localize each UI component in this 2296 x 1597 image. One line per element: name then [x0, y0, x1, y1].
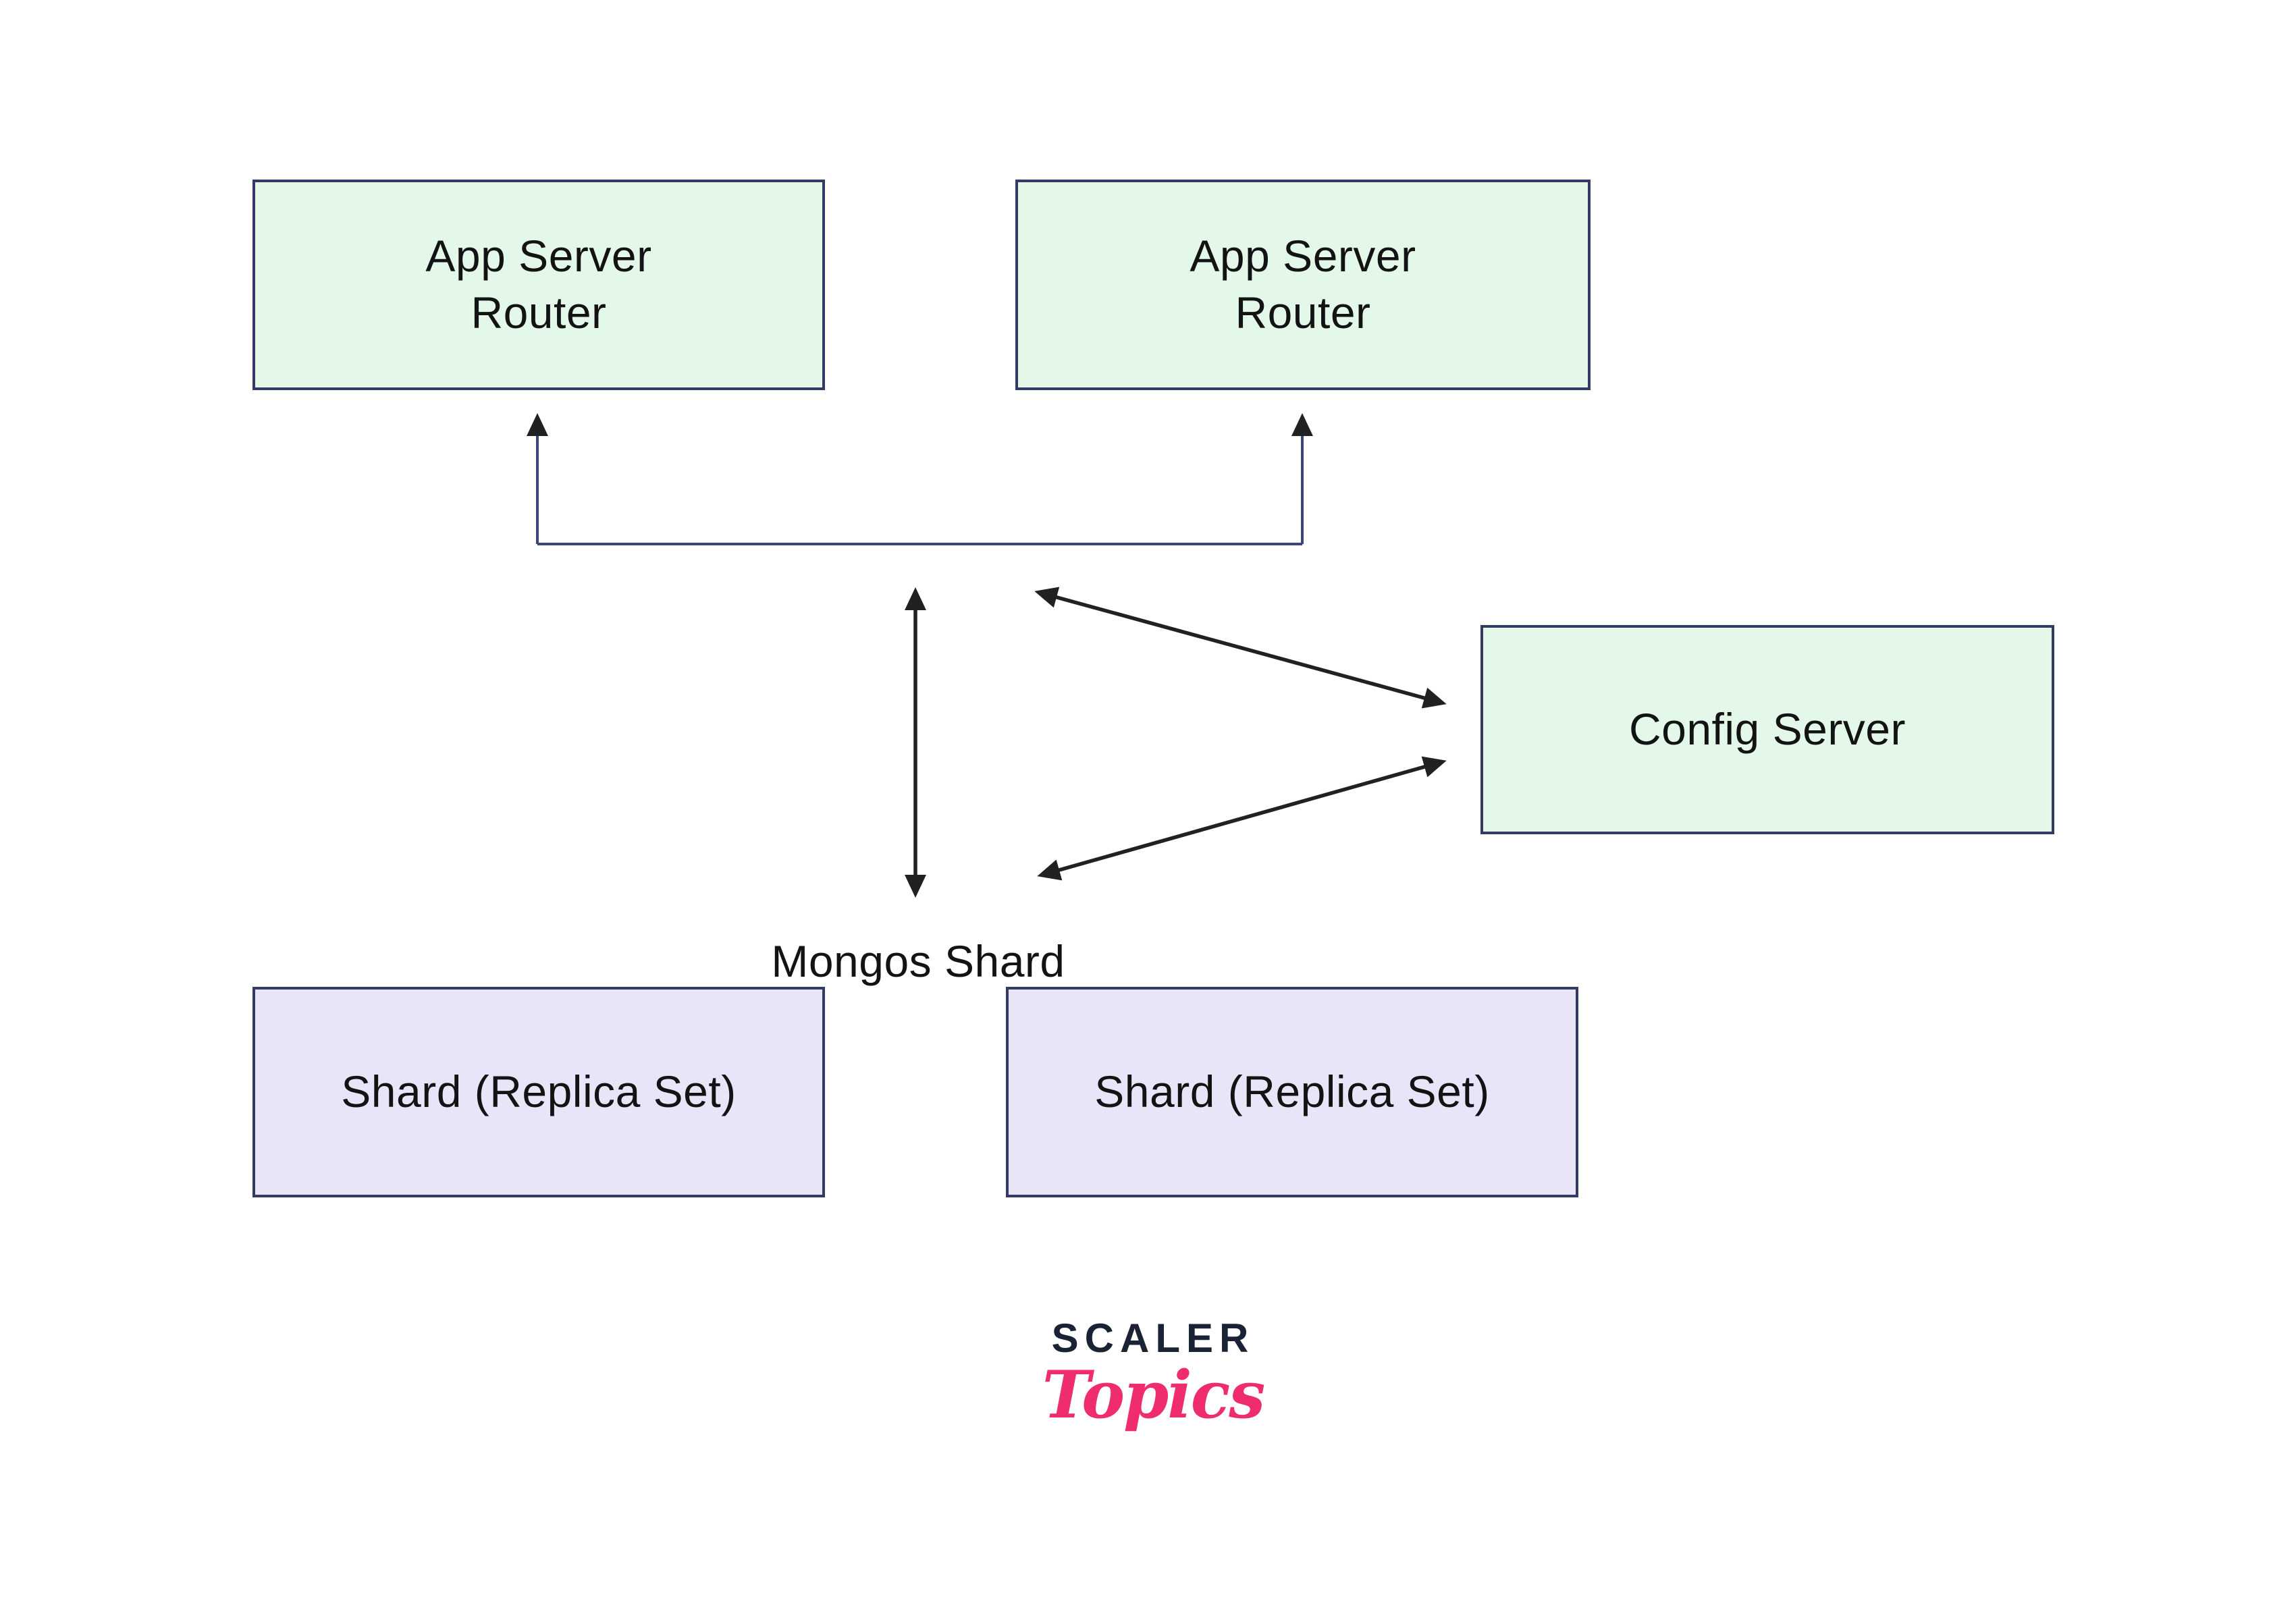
brand-logo-scaler-text: SCALER: [1051, 1316, 1255, 1361]
config-upper-double-arrow: [1034, 587, 1447, 709]
config-lower-double-arrow: [1037, 756, 1447, 881]
node-shard-replica-set-2: Shard (Replica Set): [1006, 987, 1578, 1197]
node-label-shard-replica-set-1: Shard (Replica Set): [341, 1066, 737, 1117]
node-label-app-server-router-1: App Server Router: [425, 231, 652, 337]
node-config-server: Config Server: [1480, 625, 2054, 834]
brand-logo: SCALER Topics: [978, 1315, 1329, 1428]
mongos-shard-label: Mongos Shard: [771, 936, 1065, 986]
node-app-server-router-1: App Server Router: [252, 180, 825, 390]
node-shard-replica-set-1: Shard (Replica Set): [252, 987, 825, 1197]
node-label-shard-replica-set-2: Shard (Replica Set): [1094, 1066, 1490, 1117]
node-label-app-server-router-2: App Server Router: [1190, 231, 1416, 337]
node-app-server-router-2: App Server Router: [1015, 180, 1591, 390]
brand-logo-topics-text: Topics: [1042, 1357, 1266, 1433]
node-label-config-server: Config Server: [1628, 704, 1906, 755]
